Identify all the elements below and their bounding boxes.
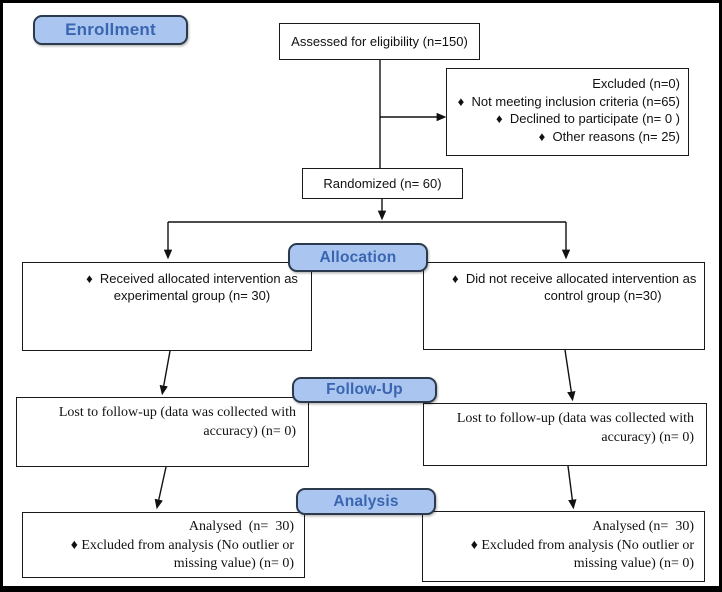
box-analysis-control: Analysed (n= 30) ♦ Excluded from analysi… [422, 511, 705, 582]
stage-label-followup: Follow-Up [292, 377, 437, 403]
stage-label-enrollment: Enrollment [33, 15, 188, 45]
stage-label-analysis: Analysis [296, 488, 436, 515]
arrow-alloc-to-followup-left [159, 350, 171, 396]
arrow-followup-to-analysis-right [567, 465, 577, 510]
arrow-alloc-to-followup-right [564, 349, 576, 402]
box-excluded: Excluded (n=0) ♦ Not meeting inclusion c… [446, 68, 689, 156]
box-followup-experimental: Lost to follow-up (data was collected wi… [16, 397, 309, 467]
stage-label-allocation: Allocation [288, 243, 428, 272]
box-allocation-control: ♦ Did not receive allocated intervention… [423, 262, 705, 350]
box-randomized: Randomized (n= 60) [302, 168, 463, 199]
box-assessed-eligibility: Assessed for eligibility (n=150) [279, 23, 480, 60]
box-allocation-experimental: ♦ Received allocated intervention as exp… [22, 262, 312, 351]
arrow-followup-to-analysis-left [154, 466, 167, 510]
box-analysis-experimental: Analysed (n= 30) ♦ Excluded from analysi… [22, 512, 305, 578]
box-followup-control: Lost to follow-up (data was collected wi… [423, 403, 707, 466]
